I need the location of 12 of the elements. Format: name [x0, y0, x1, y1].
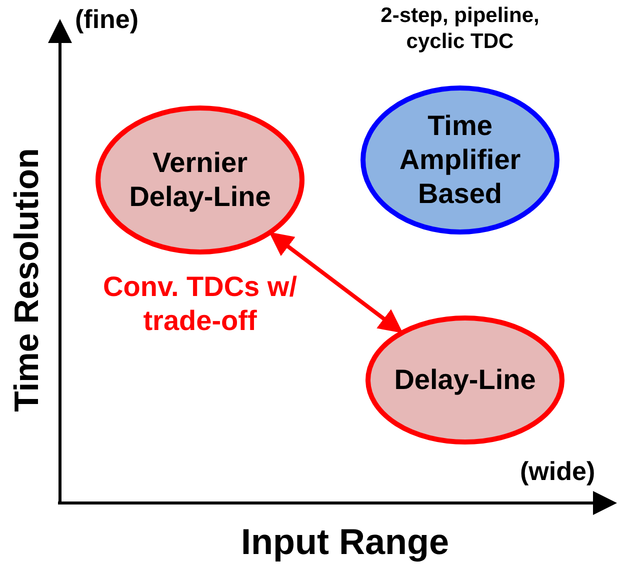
- node-caption: 2-step, pipeline, cyclic TDC: [380, 3, 540, 55]
- axis-title: Input Range: [241, 520, 449, 564]
- node-label: Delay-Line: [394, 363, 536, 397]
- annotation: Conv. TDCs w/ trade-off: [102, 270, 298, 338]
- double-arrow: [268, 232, 403, 334]
- node-label: Time Amplifier Based: [398, 109, 522, 211]
- axis-title: Time Resolution: [6, 148, 47, 412]
- axis-end-label: (fine): [75, 4, 139, 36]
- ellipse-node: [95, 105, 305, 255]
- node-label: Vernier Delay-Line: [128, 146, 272, 214]
- ellipse-node: [365, 315, 565, 445]
- axis-end-label: (wide): [520, 456, 596, 488]
